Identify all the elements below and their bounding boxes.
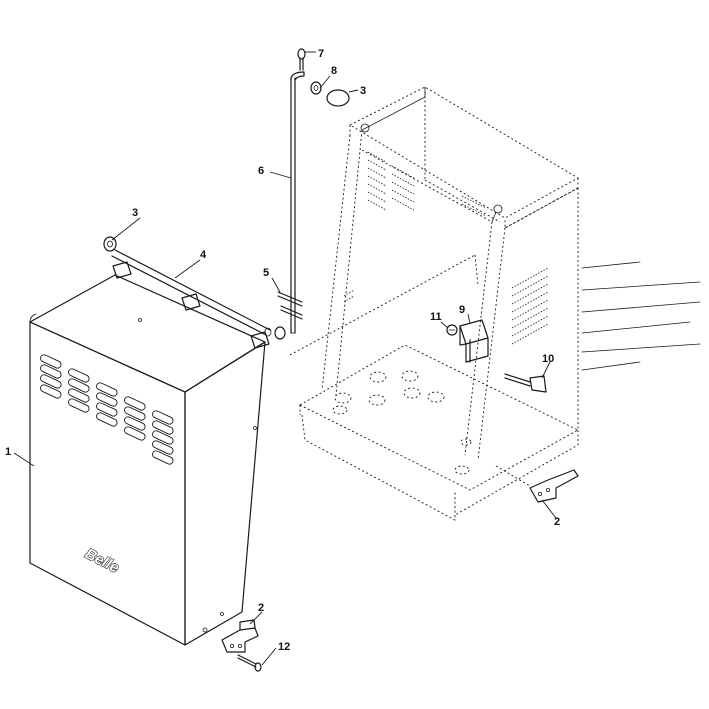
pivot-pins bbox=[274, 291, 303, 340]
screw-bottom bbox=[237, 654, 262, 672]
stay-bar bbox=[103, 236, 272, 337]
part-labels: 7 8 3 6 3 4 5 1 2 12 9 11 10 2 bbox=[5, 48, 560, 653]
machine-frame bbox=[289, 86, 701, 521]
label-6: 6 bbox=[258, 165, 264, 177]
bolt-small bbox=[446, 324, 458, 336]
latch-bracket-right bbox=[495, 465, 579, 503]
leader-lines bbox=[13, 51, 557, 666]
vent-slots bbox=[40, 354, 174, 465]
label-5: 5 bbox=[263, 267, 269, 279]
latch-bracket-left bbox=[221, 619, 259, 653]
label-7: 7 bbox=[318, 48, 324, 60]
washer-top bbox=[310, 81, 322, 95]
cover-housing: Belle bbox=[29, 261, 270, 646]
label-1: 1 bbox=[5, 446, 11, 458]
label-10: 10 bbox=[542, 353, 554, 365]
bolt-long bbox=[504, 373, 547, 393]
label-12: 12 bbox=[278, 641, 290, 653]
label-9: 9 bbox=[459, 304, 465, 316]
brand-logo: Belle bbox=[82, 545, 122, 576]
label-3-top: 3 bbox=[360, 85, 366, 97]
label-3-left: 3 bbox=[132, 207, 138, 219]
label-4: 4 bbox=[200, 249, 207, 261]
label-8: 8 bbox=[331, 65, 337, 77]
long-rod bbox=[290, 71, 305, 334]
grommet-top bbox=[326, 89, 350, 107]
label-2-left: 2 bbox=[258, 602, 264, 614]
support-bracket bbox=[459, 319, 489, 363]
label-11: 11 bbox=[430, 311, 442, 323]
label-2-right: 2 bbox=[554, 516, 560, 528]
split-pin bbox=[297, 48, 306, 71]
